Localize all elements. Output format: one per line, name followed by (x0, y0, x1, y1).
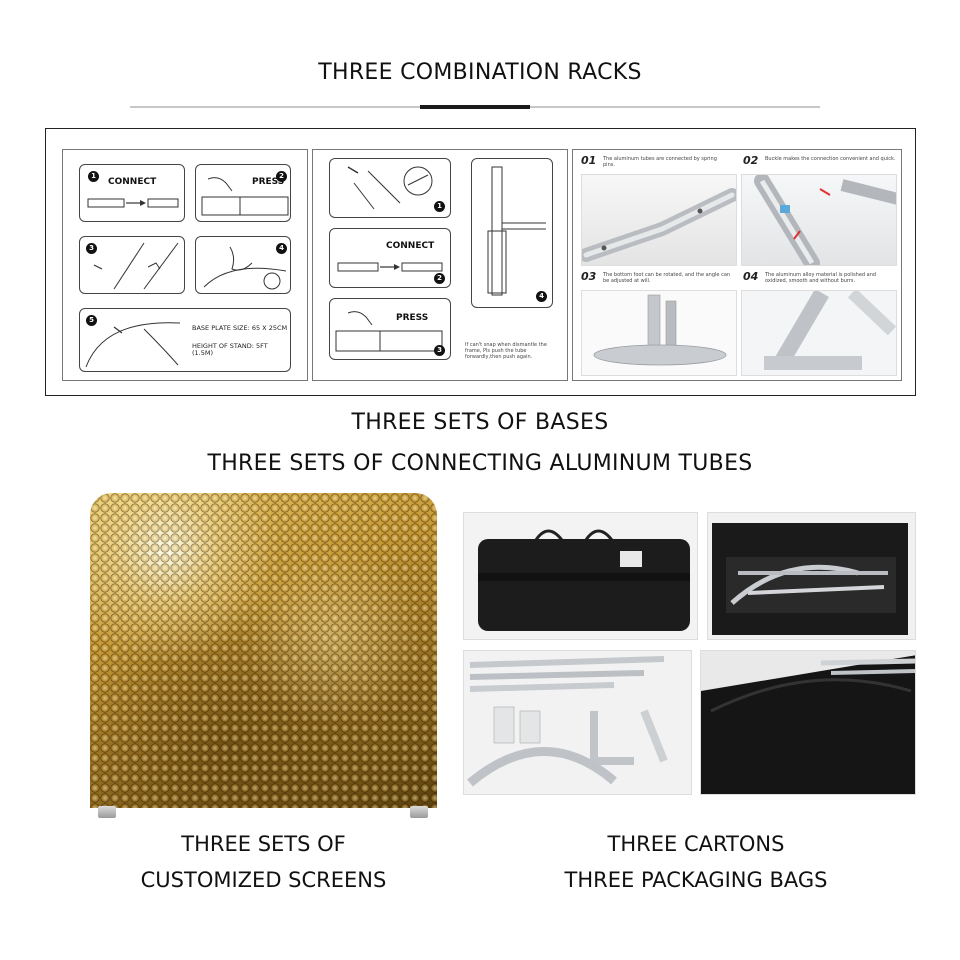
sequin-pattern (90, 493, 437, 808)
instruction-panel-3: 01 The aluminum tubes are connected by s… (572, 149, 902, 381)
racks-heading: THREE COMBINATION RACKS (318, 60, 642, 85)
gold-sequin-screen-photo (90, 493, 437, 808)
step-connect-cell: 1 CONNECT (79, 164, 185, 222)
instruction-panel-1: 1 CONNECT PRESS 2 3 (62, 149, 308, 381)
step-connect-cell: CONNECT 2 (329, 228, 451, 288)
feature-number: 01 (581, 154, 597, 167)
aluminum-tube-illustration (582, 188, 736, 262)
alloy-corner-illustration (764, 291, 896, 370)
base-foot-illustration (593, 294, 727, 366)
press-label: PRESS (396, 313, 429, 323)
feature-number: 02 (743, 154, 759, 167)
cartons-caption: THREE CARTONS THREE PACKAGING BAGS (500, 826, 892, 898)
closed-bag-photo (463, 512, 698, 640)
cartons-caption-line-1: THREE CARTONS (607, 832, 785, 856)
hand-press-illustration (201, 177, 289, 216)
screen-foot-left (98, 806, 116, 818)
base-foot-photo (581, 290, 737, 376)
carry-bag-illustration (478, 529, 690, 631)
step-number: 5 (86, 315, 97, 326)
alloy-finish-photo (741, 290, 897, 376)
screens-caption-line-2: CUSTOMIZED SCREENS (140, 868, 387, 892)
frame-parts-photo (463, 650, 692, 795)
frame-base-illustration (487, 166, 546, 296)
tube-connect-illustration (87, 198, 179, 208)
instruction-panel-2: 1 CONNECT 2 PRESS 3 (312, 149, 568, 381)
step-number: 1 (434, 201, 445, 212)
step-number: 1 (88, 171, 99, 182)
heading-divider-accent (420, 105, 530, 109)
connect-label: CONNECT (386, 241, 435, 251)
frame-hands-illustration (203, 246, 287, 290)
tubes-heading: THREE SETS OF CONNECTING ALUMINUM TUBES (207, 451, 753, 476)
tube-connect-illustration (337, 262, 443, 272)
assembly-instruction-sheet: 1 CONNECT PRESS 2 3 (45, 128, 916, 396)
feature-text: Buckle makes the connection convenient a… (765, 156, 896, 162)
step-number: 2 (276, 171, 287, 182)
frame-bend-illustration (93, 242, 179, 290)
screens-caption: THREE SETS OF CUSTOMIZED SCREENS (90, 826, 437, 898)
bag-detail-illustration (701, 655, 915, 794)
fabric-cover-illustration (85, 322, 181, 368)
feature-number: 03 (581, 270, 597, 283)
press-label: PRESS (252, 177, 285, 187)
step-number: 4 (536, 291, 547, 302)
step-press-cell: PRESS 2 (195, 164, 291, 222)
buckle-photo (741, 174, 897, 266)
step-number: 3 (86, 243, 97, 254)
base-plate-size-text: BASE PLATE SIZE: 65 X 25CM (192, 324, 288, 332)
cartons-caption-line-2: THREE PACKAGING BAGS (564, 868, 828, 892)
feature-text: The aluminum tubes are connected by spri… (603, 156, 717, 168)
step-4-cell: 4 (471, 158, 553, 308)
step-5-cell: 5 BASE PLATE SIZE: 65 X 25CM HEIGHT OF S… (79, 308, 291, 372)
step-3-cell: 3 (79, 236, 185, 294)
step-1-cell: 1 (329, 158, 451, 218)
feature-text: The bottom foot can be rotated, and the … (603, 272, 731, 284)
step-number: 3 (434, 345, 445, 356)
connect-label: CONNECT (108, 177, 157, 187)
feature-text: The aluminum alloy material is polished … (765, 272, 877, 284)
dismantle-note: If can't snap when dismantle the frame, … (465, 342, 547, 360)
bases-heading: THREE SETS OF BASES (351, 410, 609, 435)
aluminum-parts-illustration (467, 656, 668, 787)
screen-foot-right (410, 806, 428, 818)
spring-pin-photo (581, 174, 737, 266)
open-bag-photo (707, 512, 916, 640)
hand-press-illustration (335, 311, 443, 352)
tube-disassemble-illustration (347, 166, 433, 210)
open-bag-frame-illustration (712, 523, 908, 635)
step-number: 2 (434, 273, 445, 284)
step-4-cell: 4 (195, 236, 291, 294)
buckle-tube-illustration (754, 175, 896, 265)
stand-height-text: HEIGHT OF STAND: 5FT (1.5M) (192, 342, 268, 357)
step-number: 4 (276, 243, 287, 254)
bag-detail-photo (700, 650, 916, 795)
feature-number: 04 (743, 270, 759, 283)
screens-caption-line-1: THREE SETS OF (181, 832, 346, 856)
step-press-cell: PRESS 3 (329, 298, 451, 360)
